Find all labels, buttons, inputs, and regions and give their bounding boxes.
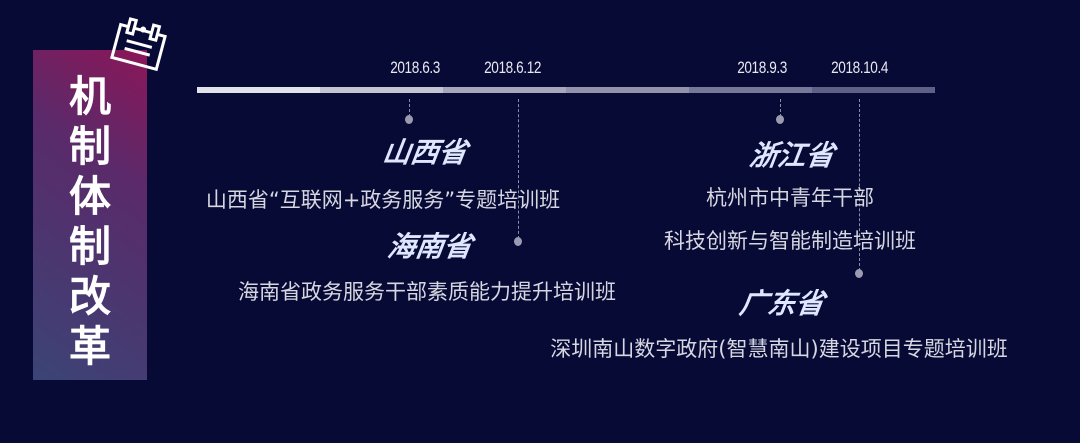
- timeline-segment: [197, 87, 320, 93]
- timeline-bar: [197, 87, 935, 93]
- timeline-dot: [514, 237, 522, 246]
- date-label: 2018.6.12: [484, 58, 542, 77]
- event-text: 山西省“互联网+政务服务”专题培训班: [205, 188, 561, 212]
- province-shanxi: 山西省: [380, 136, 470, 169]
- date-label: 2018.10.4: [831, 58, 889, 77]
- title-char: 制: [68, 222, 111, 271]
- title-char: 机: [68, 72, 111, 121]
- connector-line: [859, 99, 860, 271]
- event-text: 海南省政务服务干部素质能力提升培训班: [238, 280, 616, 304]
- vertical-title: 机 制 体 制 改 革: [33, 72, 147, 372]
- event-text: 科技创新与智能制造培训班: [664, 229, 916, 253]
- date-label: 2018.9.3: [737, 58, 787, 77]
- title-panel: 机 制 体 制 改 革: [33, 50, 147, 380]
- timeline-segment: [320, 87, 443, 93]
- connector-line: [518, 99, 519, 239]
- title-char: 体: [68, 172, 111, 221]
- event-text: 杭州市中青年干部: [706, 186, 874, 210]
- event-text: 深圳南山数字政府(智慧南山)建设项目专题培训班: [550, 337, 1008, 361]
- timeline-segment: [566, 87, 689, 93]
- province-hainan: 海南省: [385, 230, 475, 263]
- title-char: 改: [68, 272, 111, 321]
- title-char: 革: [68, 322, 111, 371]
- province-guangdong: 广东省: [737, 287, 827, 320]
- date-label: 2018.6.3: [390, 58, 440, 77]
- connector-line: [780, 99, 781, 117]
- connector-line: [409, 99, 410, 117]
- timeline-dot: [855, 269, 863, 278]
- province-zhejiang: 浙江省: [747, 139, 837, 172]
- timeline-segment: [443, 87, 566, 93]
- timeline-segment: [812, 87, 935, 93]
- timeline-segment: [689, 87, 812, 93]
- timeline-dot: [776, 115, 784, 124]
- notepad-icon: [110, 17, 167, 72]
- title-char: 制: [68, 122, 111, 171]
- timeline-dot: [405, 115, 413, 124]
